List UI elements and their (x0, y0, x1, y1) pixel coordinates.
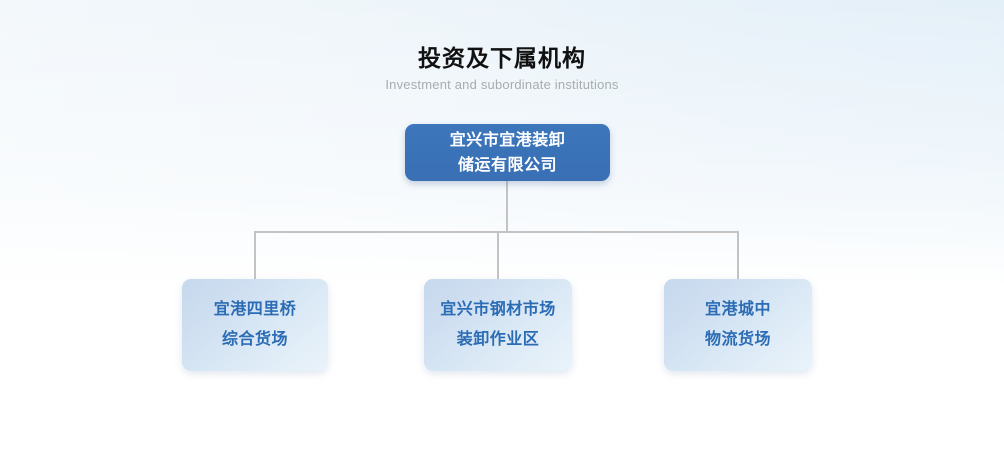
org-node-child-1[interactable]: 宜港四里桥 综合货场 (182, 279, 328, 371)
page-heading: 投资及下属机构 Investment and subordinate insti… (0, 44, 1004, 94)
connector-drop-child-1 (254, 231, 256, 279)
org-node-child-2-line-1: 宜兴市钢材市场 (440, 301, 556, 318)
org-node-root-line-2: 储运有限公司 (457, 156, 557, 174)
org-node-child-3[interactable]: 宜港城中 物流货场 (664, 279, 812, 371)
org-node-child-1-line-1: 宜港四里桥 (213, 301, 297, 318)
org-node-child-2-line-2: 装卸作业区 (456, 331, 540, 348)
org-node-child-1-line-2: 综合货场 (221, 331, 288, 348)
org-node-child-2[interactable]: 宜兴市钢材市场 装卸作业区 (424, 279, 572, 371)
page-title: 投资及下属机构 (418, 45, 586, 71)
connector-horizontal-bus (255, 231, 739, 233)
connector-drop-child-2 (497, 231, 499, 279)
page-subtitle: Investment and subordinate institutions (385, 77, 619, 92)
connector-drop-child-3 (737, 231, 739, 279)
org-node-root[interactable]: 宜兴市宜港装卸 储运有限公司 (405, 124, 610, 181)
org-node-child-3-line-1: 宜港城中 (704, 301, 771, 318)
org-node-child-3-line-2: 物流货场 (704, 331, 771, 348)
connector-root-stem (506, 181, 508, 233)
org-node-root-line-1: 宜兴市宜港装卸 (449, 131, 566, 149)
